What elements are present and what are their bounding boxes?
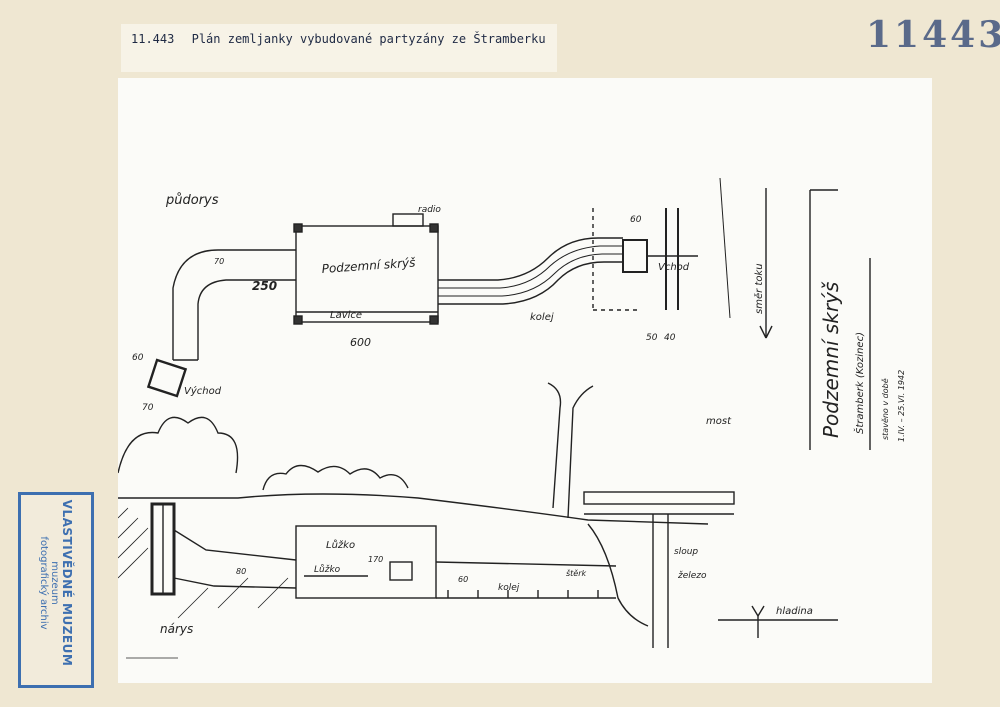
stamp-text: VLASTIVĚDNÉ MUZEUM muzeum fotografický a… [38, 488, 74, 678]
stamp-line1: VLASTIVĚDNÉ MUZEUM [60, 499, 74, 667]
ground-line [118, 493, 709, 525]
entrance-label: Vchod [658, 262, 690, 273]
bridge [583, 491, 735, 505]
plan-room [295, 225, 439, 323]
pole-label: sloup [674, 547, 698, 557]
bridge-label: most [706, 416, 732, 427]
museum-stamp: VLASTIVĚDNÉ MUZEUM muzeum fotografický a… [18, 492, 94, 688]
iron-label: železo [677, 571, 707, 581]
plan-entrance-box [622, 239, 648, 273]
rail-label: kolej [530, 312, 554, 323]
section-label: nárys [160, 622, 193, 636]
title-date1: stavěno v době [880, 378, 890, 440]
dim-60b: 60 [630, 215, 642, 225]
dim-70a: 70 [214, 257, 224, 266]
gravel-label: štěrk [566, 568, 587, 578]
title-main: Podzemní skrýš [819, 281, 843, 438]
stamp-line3: fotografický archiv [38, 536, 49, 630]
caption-number: 11.443 [131, 32, 175, 46]
inventory-number: 11443 [866, 14, 1000, 56]
dim-40: 40 [664, 333, 676, 343]
plan-label: půdorys [165, 193, 219, 208]
water-label: hladina [776, 606, 813, 617]
title-sub: Štramberk (Kozinec) [853, 332, 866, 434]
dim-80: 80 [236, 567, 246, 576]
photograph: půdorys nárys Podzemní skrýš Lavice radi… [117, 78, 932, 683]
plan-right-tunnel [438, 237, 623, 305]
dim-50: 50 [646, 333, 658, 343]
flow-label: směr toku [753, 263, 765, 314]
dim-600: 600 [350, 336, 371, 349]
dim-60a: 60 [132, 353, 144, 363]
radio-label: radio [418, 205, 441, 215]
caption-label: 11.443 Plán zemljanky vybudované partyzá… [121, 24, 557, 72]
dim-60c: 60 [458, 575, 468, 584]
dim-70b: 70 [142, 403, 154, 413]
plan-exit-box [146, 358, 188, 398]
bush-left [117, 416, 239, 474]
caption-title: Plán zemljanky vybudované partyzány ze Š… [191, 32, 546, 46]
title-date2: 1.IV. – 25.VI. 1942 [897, 370, 906, 442]
stamp-line2: muzeum [49, 561, 60, 605]
bed-label: Lůžko [326, 539, 355, 551]
tree [547, 382, 594, 519]
bed-section-label: Lůžko [314, 564, 341, 575]
rail-section-label: kolej [498, 583, 520, 593]
bench-label: Lavice [330, 310, 362, 321]
plan-left-tunnel [172, 249, 296, 360]
bush-row [262, 464, 409, 491]
exit-label: Východ [184, 385, 222, 397]
dim-170: 170 [368, 555, 383, 564]
section-room [295, 525, 437, 599]
hand-drawn-plan: půdorys nárys Podzemní skrýš Lavice radi… [117, 177, 906, 659]
dim-250: 250 [252, 279, 277, 293]
room-label: Podzemní skrýš [321, 255, 416, 276]
